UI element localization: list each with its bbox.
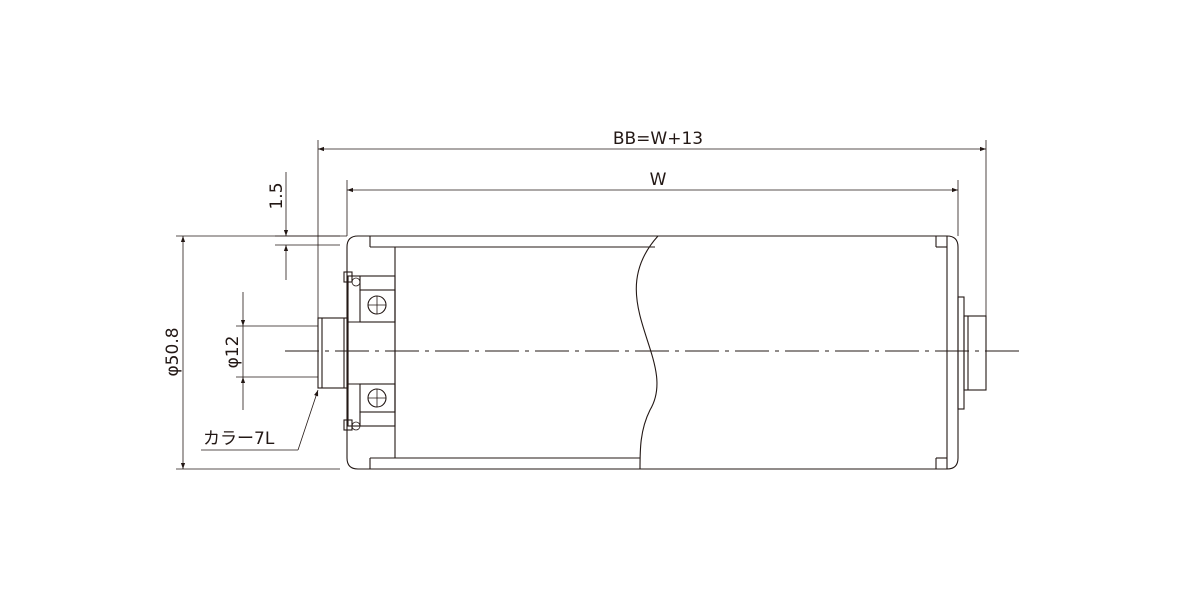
left-shaft	[317, 317, 349, 389]
collar-callout: カラー7L	[201, 389, 319, 451]
dimension-w-label: W	[650, 170, 667, 190]
collar	[317, 317, 349, 389]
dimension-tube-diameter: φ50.8	[163, 235, 347, 470]
break-line	[635, 235, 659, 470]
dimension-w: W	[346, 170, 959, 236]
dimension-flange-label: 1.5	[267, 182, 287, 209]
dimension-flange: 1.5	[267, 172, 340, 280]
dimension-shaft-diameter-label: φ12	[223, 336, 243, 369]
right-shaft	[957, 296, 987, 410]
bearing-housing	[343, 247, 396, 458]
roller-tube	[346, 235, 959, 470]
dimension-shaft-diameter: φ12	[223, 292, 318, 410]
dimension-bb-label: BB=W+13	[613, 129, 703, 149]
collar-callout-label: カラー7L	[203, 429, 275, 449]
dimension-tube-diameter-label: φ50.8	[163, 327, 183, 376]
dimension-bb: BB=W+13	[317, 129, 987, 318]
